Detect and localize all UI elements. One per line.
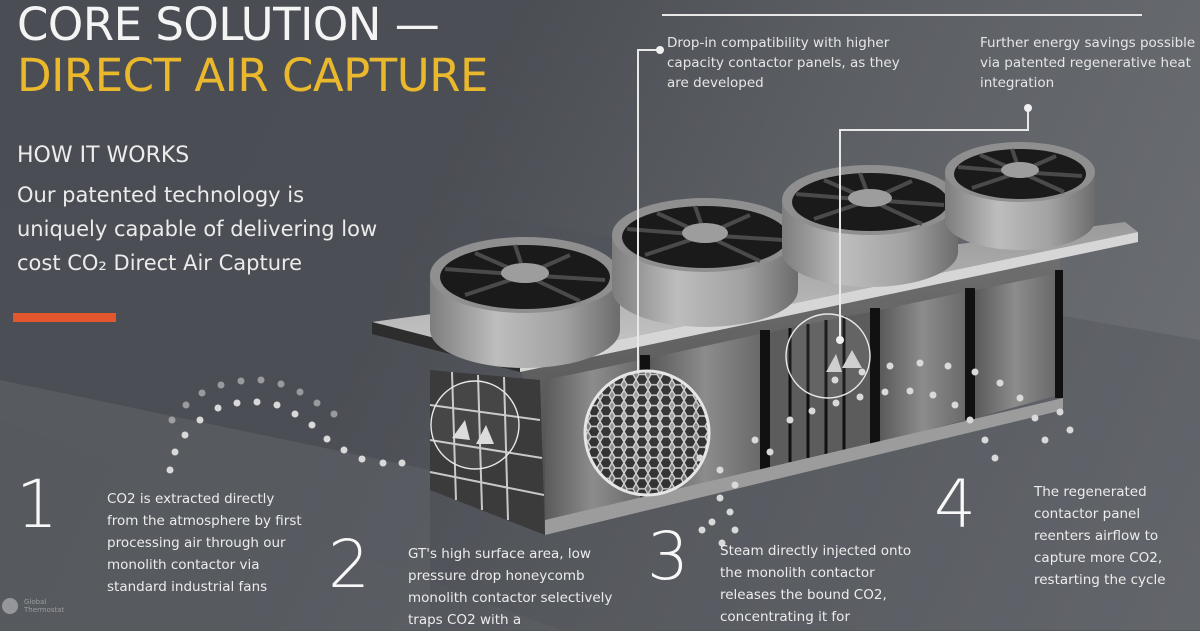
logo-line1: Global [24,598,47,606]
slide-title-line1: CORE SOLUTION — [17,0,440,51]
callout-energy-savings: Further energy savings possible via pate… [980,35,1196,91]
company-logo: Global Thermostat [2,598,64,614]
step-text-1: CO2 is extracted directly from the atmos… [107,491,302,595]
slide-title-line2: DIRECT AIR CAPTURE [17,49,488,102]
airflow-dots [166,359,1074,547]
step-text-3: Steam directly injected onto the monolit… [720,543,912,625]
airflow-arrow-icon [430,313,871,470]
section-heading: HOW IT WORKS [17,143,190,168]
logo-line2: Thermostat [24,606,65,614]
top-divider [662,14,1142,16]
step-text-4: The regenerated contactor panel reenters… [1034,484,1166,588]
contactor-panels [545,270,1063,535]
logo-mark-icon [2,598,18,614]
step-number-1: 1 [16,466,58,543]
callout-contactor-compatibility: Drop-in compatibility with higher capaci… [667,35,900,91]
tagline: Our patented technology is uniquely capa… [17,183,378,275]
step-number-2: 2 [328,526,370,603]
step-text-2: GT's high surface area, low pressure dro… [408,546,613,628]
step-number-3: 3 [647,518,689,595]
callout-leaders [637,49,1029,372]
industrial-fan-icon [430,142,1095,368]
step-number-4: 4 [934,466,976,543]
honeycomb-monolith-icon [583,369,711,497]
accent-bar [13,313,116,322]
